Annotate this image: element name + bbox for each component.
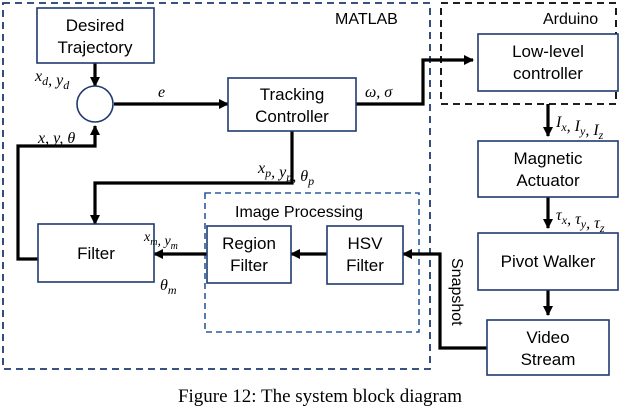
- error-label: e: [158, 84, 165, 101]
- image-processing-region: Image Processing: [204, 192, 420, 333]
- video-stream-block: Video Stream: [486, 319, 610, 376]
- image-processing-label: Image Processing: [235, 204, 363, 221]
- feedback-pose-label: x, y, θ: [37, 130, 75, 147]
- filter-block: Filter: [37, 223, 155, 283]
- low-level-controller-block: Low-level controller: [477, 33, 619, 92]
- svg-text:Actuator: Actuator: [516, 171, 580, 190]
- svg-text:Pivot Walker: Pivot Walker: [501, 252, 596, 271]
- svg-text:Filter: Filter: [77, 244, 115, 263]
- svg-text:Controller: Controller: [255, 107, 329, 126]
- wire-control-to-arduino: [356, 54, 475, 106]
- connections: [16, 54, 554, 350]
- svg-text:Low-level: Low-level: [512, 42, 584, 61]
- svg-text:Magnetic: Magnetic: [514, 149, 583, 168]
- measured-theta-label: θm: [160, 277, 177, 297]
- arduino-label: Arduino: [543, 11, 598, 28]
- svg-text:Filter: Filter: [346, 256, 384, 275]
- desired-trajectory-block: Desired Trajectory: [36, 7, 155, 64]
- tracking-controller-block: Tracking Controller: [227, 77, 357, 132]
- svg-text:Trajectory: Trajectory: [58, 38, 133, 57]
- svg-text:Desired: Desired: [66, 16, 125, 35]
- snapshot-label: Snapshot: [448, 258, 465, 326]
- currents-label: Ix, Iy, Iz: [555, 114, 604, 142]
- pivot-walker-block: Pivot Walker: [477, 232, 619, 291]
- svg-text:Tracking: Tracking: [260, 85, 325, 104]
- magnetic-actuator-block: Magnetic Actuator: [477, 140, 619, 198]
- desired-pose-label: xd, yd: [34, 68, 70, 92]
- summing-junction: [76, 85, 114, 123]
- torques-label: τx, τy, τz: [556, 207, 605, 235]
- matlab-region: MATLAB: [2, 2, 431, 370]
- matlab-label: MATLAB: [335, 11, 398, 28]
- signal-labels: xd, yd e ω, σ x, y, θ xp, yp, θp xm, ym …: [34, 68, 605, 326]
- svg-text:controller: controller: [513, 64, 583, 83]
- figure-caption: Figure 12: The system block diagram: [178, 386, 462, 407]
- svg-text:Stream: Stream: [521, 350, 576, 369]
- hsv-filter-block: HSV Filter: [326, 225, 404, 285]
- wire-predicted-pose: [89, 131, 294, 226]
- arduino-region: Arduino: [440, 2, 617, 105]
- svg-text:HSV: HSV: [348, 234, 384, 253]
- svg-text:Video: Video: [526, 328, 569, 347]
- omega-sigma-label: ω, σ: [365, 84, 393, 101]
- wire-snapshot: [401, 248, 487, 350]
- measured-position-label: xm, ym: [143, 230, 178, 252]
- region-filter-block: Region Filter: [206, 225, 292, 284]
- wire-feedback: [16, 124, 101, 261]
- svg-text:Filter: Filter: [230, 256, 268, 275]
- svg-text:Region: Region: [222, 234, 276, 253]
- predicted-pose-label: xp, yp, θp: [257, 160, 314, 188]
